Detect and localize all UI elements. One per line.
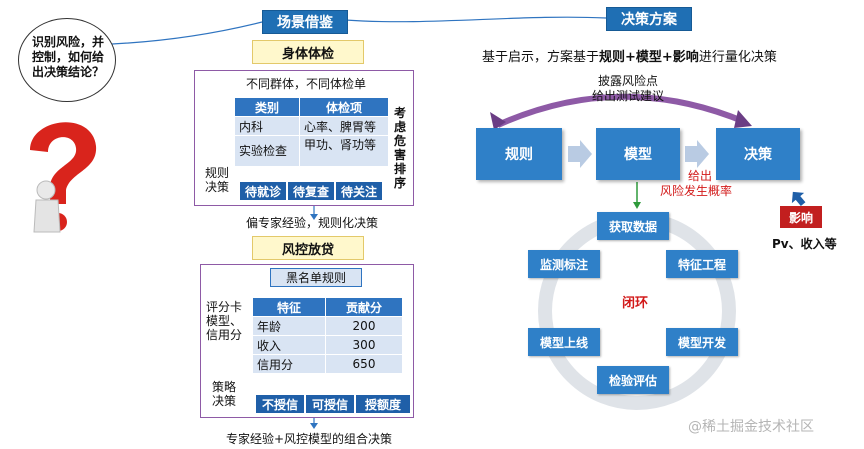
credit-footer: 专家经验+风控模型的组合决策 xyxy=(226,432,393,446)
credit-actions: 不授信 可授信 授额度 xyxy=(256,395,412,413)
credit-col-feature: 特征 xyxy=(252,297,326,317)
cycle-monitoring: 监测标注 xyxy=(528,250,600,278)
health-col-items: 体检项 xyxy=(299,97,389,117)
closed-loop-label: 闭环 xyxy=(622,296,649,311)
bubble-text: 识别风险，并控制，如何给出决策结论？ xyxy=(31,35,104,79)
health-cell: 实验检查 xyxy=(234,135,300,167)
decision-plan-header: 决策方案 xyxy=(606,7,692,31)
cycle-validation: 检验评估 xyxy=(597,366,669,394)
cycle-deployment: 模型上线 xyxy=(528,328,600,356)
speech-bubble: 识别风险，并控制，如何给出决策结论？ xyxy=(18,18,116,102)
health-footer: 偏专家经验，规则化决策 xyxy=(246,216,379,230)
action-deny-credit: 不授信 xyxy=(256,395,304,413)
node-decision: 决策 xyxy=(716,128,800,180)
credit-cell: 收入 xyxy=(252,335,326,355)
credit-cell: 200 xyxy=(325,316,403,336)
node-rules: 规则 xyxy=(476,128,562,180)
credit-cell: 300 xyxy=(325,335,403,355)
health-actions: 待就诊 待复查 待关注 xyxy=(240,182,384,200)
credit-table: 特征 贡献分 年龄 200 收入 300 信用分 650 xyxy=(252,297,403,374)
action-grant-credit: 可授信 xyxy=(306,395,354,413)
cycle-feature-engineering: 特征工程 xyxy=(666,250,738,278)
action-pending-visit: 待就诊 xyxy=(240,182,286,200)
health-check-title: 身体体检 xyxy=(252,40,364,64)
watermark: @稀土掘金技术社区 xyxy=(688,419,814,435)
health-col-category: 类别 xyxy=(234,97,300,117)
plan-subtitle-bold: 规则+模型+影响 xyxy=(599,50,699,65)
strategy-decision-label: 策略决策 xyxy=(212,380,237,408)
plan-subtitle-plain: 基于启示，方案基于 xyxy=(482,50,600,65)
arc-label-risk: 披露风险点 xyxy=(598,74,659,88)
hazard-ranking-note: 考虑危害排序 xyxy=(394,106,407,190)
risk-probability-label: 风险发生概率 xyxy=(660,184,733,198)
scorecard-label: 评分卡模型、信用分 xyxy=(206,300,243,342)
credit-risk-title: 风控放贷 xyxy=(252,236,364,260)
credit-cell: 信用分 xyxy=(252,354,326,374)
health-cell: 心率、脾胃等 xyxy=(299,116,389,136)
action-watch: 待关注 xyxy=(336,182,382,200)
credit-col-score: 贡献分 xyxy=(325,297,403,317)
give-label: 给出 xyxy=(688,169,713,183)
action-credit-limit: 授额度 xyxy=(356,395,410,413)
cycle-model-development: 模型开发 xyxy=(666,328,738,356)
thinking-figure-icon xyxy=(30,122,97,233)
arc-label-test: 给出测试建议 xyxy=(592,89,665,103)
health-cell: 甲功、肾功等 xyxy=(299,135,389,167)
action-recheck: 待复查 xyxy=(288,182,334,200)
rule-decision-label: 规则决策 xyxy=(205,166,230,194)
credit-cell: 650 xyxy=(325,354,403,374)
credit-cell: 年龄 xyxy=(252,316,326,336)
health-table: 类别 体检项 内科 心率、脾胃等 实验检查 甲功、肾功等 xyxy=(234,97,389,167)
plan-subtitle-tail: 进行量化决策 xyxy=(698,50,777,65)
health-cell: 内科 xyxy=(234,116,300,136)
cycle-acquire-data: 获取数据 xyxy=(597,212,669,240)
plan-subtitle: 基于启示，方案基于规则+模型+影响进行量化决策 xyxy=(482,46,777,65)
influence-box: 影响 xyxy=(780,206,822,228)
influence-note: Pv、收入等 xyxy=(772,237,837,251)
scene-reference-header: 场景借鉴 xyxy=(262,10,348,34)
blacklist-rule: 黑名单规则 xyxy=(270,268,362,287)
health-subtitle: 不同群体，不同体检单 xyxy=(246,77,367,91)
node-model: 模型 xyxy=(596,128,680,180)
